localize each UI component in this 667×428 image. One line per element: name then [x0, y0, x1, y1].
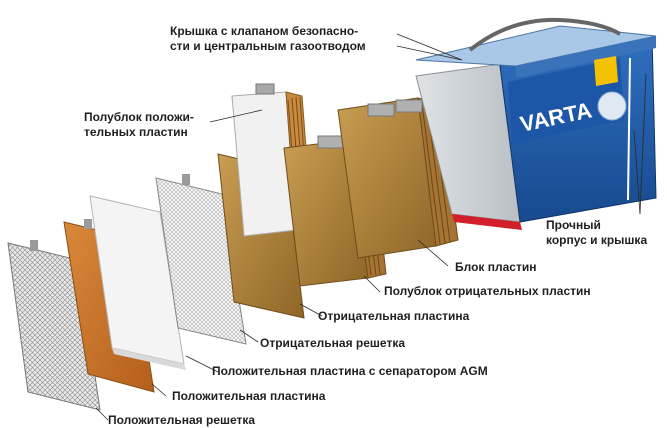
- label-case: Прочный корпус и крышка: [546, 218, 648, 247]
- label-positive-plate: Положительная пластина: [172, 389, 326, 403]
- positive-plate-agm-shape: [89, 195, 186, 370]
- label-lid: Крышка с клапаном безопасно- сти и центр…: [170, 24, 366, 53]
- label-plate-block: Блок пластин: [455, 260, 537, 274]
- battery-case-shape: VARTA: [415, 17, 657, 230]
- label-negative-plate: Отрицательная пластина: [318, 309, 470, 323]
- negative-grid-shape: [155, 174, 247, 345]
- leader-lines: [95, 33, 647, 421]
- label-negative-grid: Отрицательная решетка: [260, 336, 406, 350]
- label-negative-half-block: Полублок отрицательных пластин: [384, 284, 591, 298]
- label-positive-half-block: Полублок положи- тельных пластин: [84, 110, 194, 139]
- label-positive-grid: Положительная решетка: [108, 413, 256, 427]
- positive-half-block-shape: [231, 83, 313, 237]
- label-positive-plate-agm: Положительная пластина с сепаратором AGM: [212, 364, 488, 378]
